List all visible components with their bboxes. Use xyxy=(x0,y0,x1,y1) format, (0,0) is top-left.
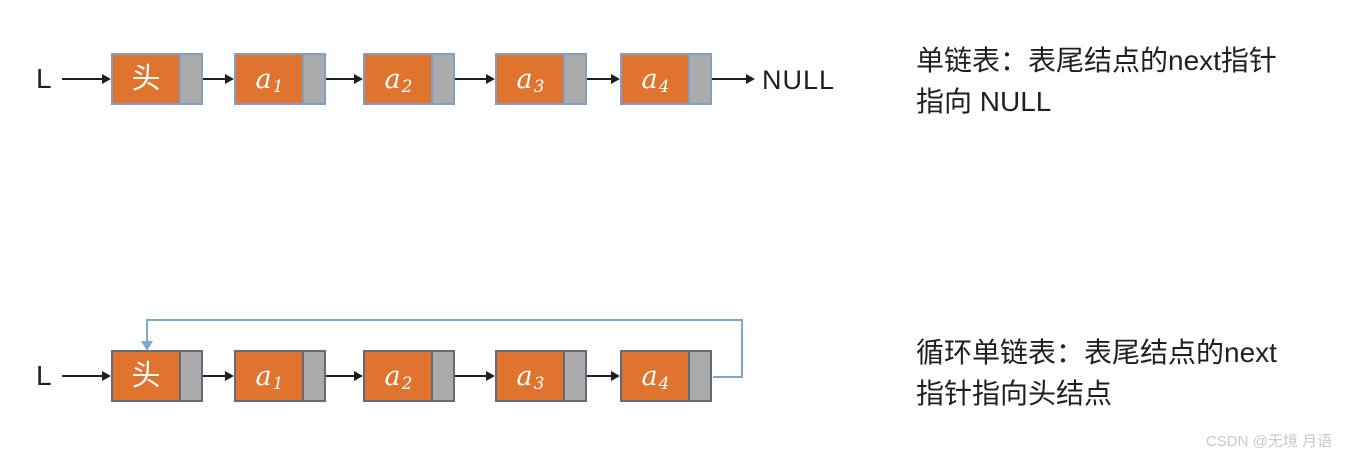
arrow-a4-to-null xyxy=(712,74,755,84)
arrow-l-to-head xyxy=(62,371,111,381)
caption-singly-linked-list: 单链表：表尾结点的next指针 指向 NULL xyxy=(916,40,1346,122)
node-label: a xyxy=(516,63,533,95)
node-label: a xyxy=(255,360,272,392)
node-next-pointer-cell xyxy=(563,55,585,103)
node-data-cell: 头 xyxy=(113,352,179,400)
node-label: a xyxy=(384,63,401,95)
arrow-l-to-head xyxy=(62,74,111,84)
arrow-a2-to-a3 xyxy=(455,74,495,84)
node-next-pointer-cell xyxy=(563,352,585,400)
node-head: 头 xyxy=(111,350,203,402)
list-pointer-label: L xyxy=(36,63,52,94)
node-label: 头 xyxy=(131,359,161,392)
node-next-pointer-cell xyxy=(431,55,453,103)
node-next-pointer-cell xyxy=(688,352,710,400)
caption-line: 指针指向头结点 xyxy=(916,378,1113,409)
arrow-head-to-a1 xyxy=(203,371,234,381)
node-label: a xyxy=(641,360,658,392)
node-next-pointer-cell xyxy=(302,352,324,400)
node-label: a xyxy=(384,360,401,392)
arrow-a1-to-a2 xyxy=(326,371,363,381)
arrow-a3-to-a4 xyxy=(587,74,620,84)
node-label: a xyxy=(516,360,533,392)
caption-line: 单链表：表尾结点的next指针 xyxy=(916,45,1277,76)
caption-line: 循环单链表：表尾结点的next xyxy=(916,337,1277,368)
arrow-a1-to-a2 xyxy=(326,74,363,84)
node-data-cell: 头 xyxy=(113,55,179,103)
list-pointer-label: L xyxy=(36,360,52,391)
node-label: a xyxy=(641,63,658,95)
caption-line: 指向 NULL xyxy=(916,86,1052,117)
node-label: 头 xyxy=(131,62,161,95)
arrow-a2-to-a3 xyxy=(455,371,495,381)
node-next-pointer-cell xyxy=(179,55,201,103)
node-next-pointer-cell xyxy=(688,55,710,103)
arrow-a3-to-a4 xyxy=(587,371,620,381)
node-next-pointer-cell xyxy=(431,352,453,400)
node-head: 头 xyxy=(111,53,203,105)
node-next-pointer-cell xyxy=(179,352,201,400)
arrow-head-to-a1 xyxy=(203,74,234,84)
watermark: CSDN @无境 月语 xyxy=(1205,433,1332,450)
caption-circular-linked-list: 循环单链表：表尾结点的next 指针指向头结点 xyxy=(916,332,1346,414)
node-next-pointer-cell xyxy=(302,55,324,103)
null-terminal-label: NULL xyxy=(762,65,836,95)
node-label: a xyxy=(255,63,272,95)
